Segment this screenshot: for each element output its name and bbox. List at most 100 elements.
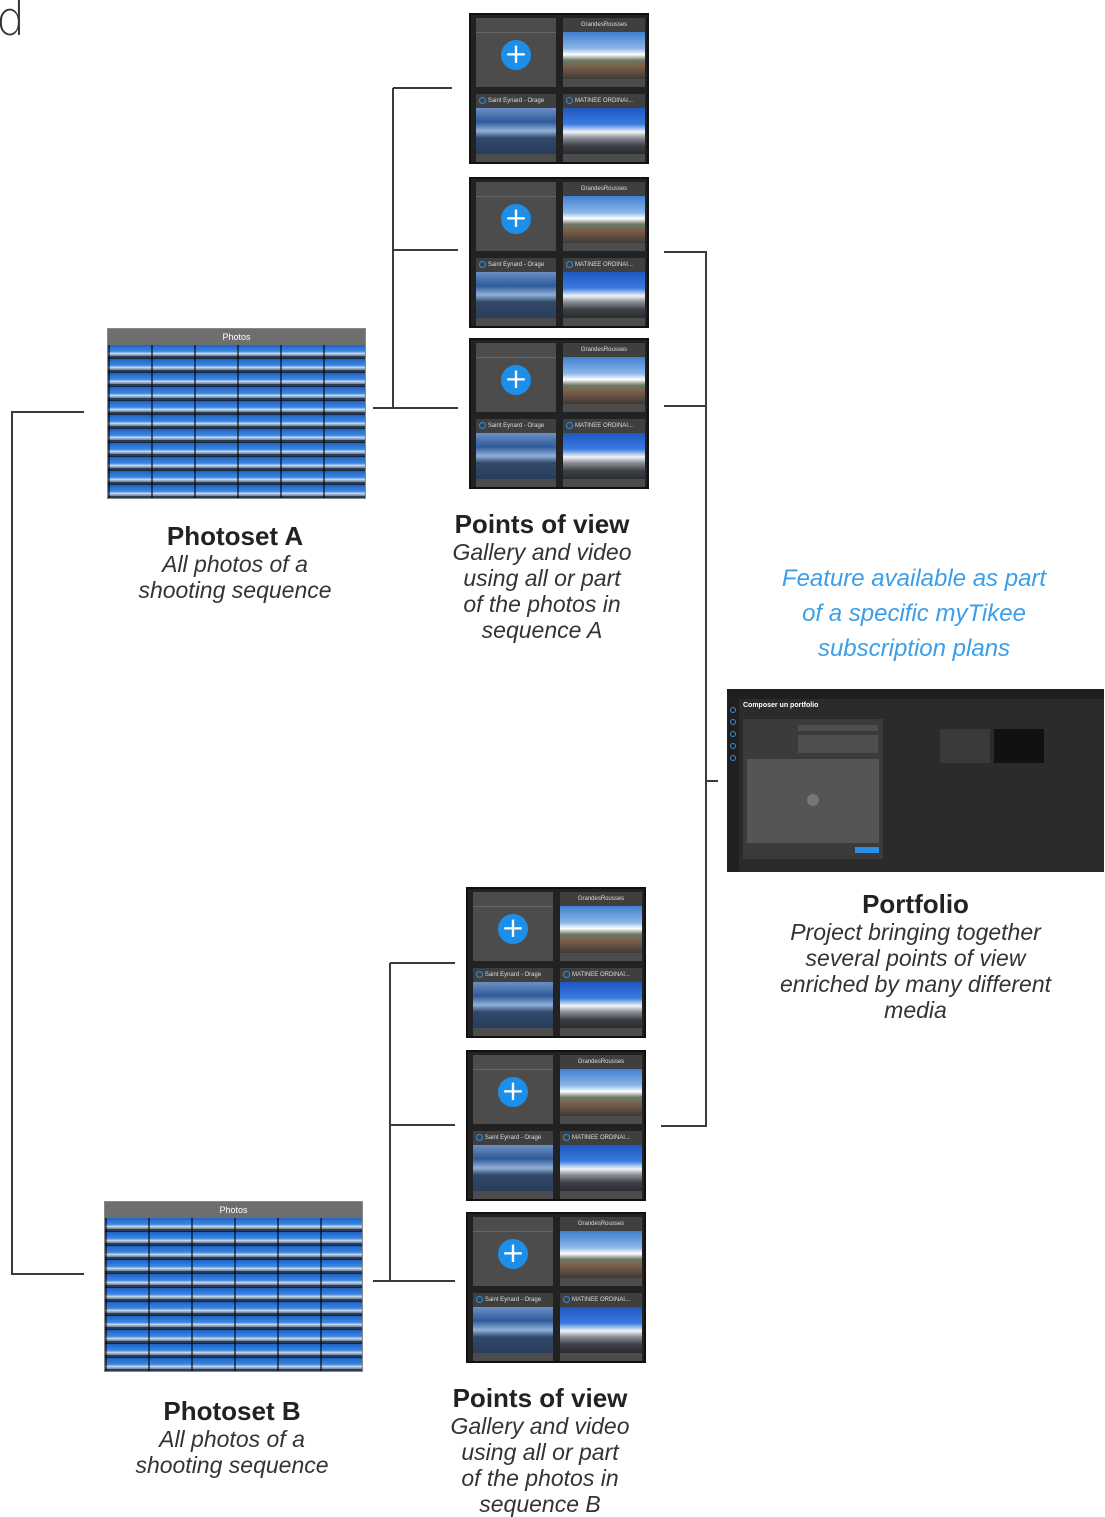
pov-tile-header: Saint Eynard - Orage xyxy=(476,258,556,272)
pov-tile-header: MATINEE ORDINAI... xyxy=(563,94,645,108)
portfolio-item-thumbnail[interactable] xyxy=(940,729,990,763)
sidebar-icon xyxy=(730,755,736,761)
pov-tile-grandes-rousses[interactable]: GrandesRousses xyxy=(563,343,645,412)
minus-circle-icon xyxy=(476,1134,483,1141)
pov-photo-image xyxy=(563,196,645,243)
pov-tile-label: GrandesRousses xyxy=(560,892,642,906)
portfolio-description-field[interactable] xyxy=(798,735,878,753)
add-point-of-view-icon[interactable]: + xyxy=(498,1077,528,1107)
add-media-icon[interactable] xyxy=(807,794,819,806)
pov-tile-grandes-rousses[interactable]: GrandesRousses xyxy=(560,1217,642,1286)
pov-add-tile[interactable]: + xyxy=(476,182,556,251)
pov-tile-matinee[interactable]: MATINEE ORDINAI... xyxy=(560,1131,642,1199)
pov-add-tile[interactable]: + xyxy=(473,892,553,961)
pov-tile-matinee[interactable]: MATINEE ORDINAI... xyxy=(560,1293,642,1361)
pov-tile-matinee[interactable]: MATINEE ORDINAI... xyxy=(560,968,642,1036)
pov-b-subtitle-line-3: of the photos in xyxy=(461,1465,619,1491)
portfolio-caption: Portfolio Project bringing together seve… xyxy=(727,889,1104,1023)
add-point-of-view-icon[interactable]: + xyxy=(501,365,531,395)
pov-tile-label: GrandesRousses xyxy=(563,343,645,357)
pov-photo-image xyxy=(476,433,556,479)
pov-tile-header: MATINEE ORDINAI... xyxy=(563,258,645,272)
pov-card-a1: + GrandesRousses Saint Eynard - Orage MA… xyxy=(469,13,649,164)
sidebar-icon xyxy=(730,719,736,725)
pov-tile-label: MATINEE ORDINAI... xyxy=(572,1297,630,1303)
pov-tile-label: MATINEE ORDINAI... xyxy=(575,423,633,429)
portfolio-dropzone[interactable] xyxy=(747,759,879,843)
pov-tile-saint-eynard[interactable]: Saint Eynard - Orage xyxy=(476,258,556,326)
pov-tile-saint-eynard[interactable]: Saint Eynard - Orage xyxy=(473,1131,553,1199)
pov-add-tile[interactable]: + xyxy=(473,1217,553,1286)
photoset-a-subtitle-line-2: shooting sequence xyxy=(138,577,332,603)
pov-a-title: Points of view xyxy=(454,509,630,539)
pov-tile-matinee[interactable]: MATINEE ORDINAI... xyxy=(563,94,645,162)
pov-tile-header: Saint Eynard - Orage xyxy=(476,94,556,108)
pov-tile-header: Saint Eynard - Orage xyxy=(476,419,556,433)
pov-tile-grandes-rousses[interactable]: GrandesRousses xyxy=(563,18,645,87)
photoset-a-photo-grid xyxy=(108,345,365,498)
pov-tile-saint-eynard[interactable]: Saint Eynard - Orage xyxy=(476,94,556,162)
pov-tile-label: Saint Eynard - Orage xyxy=(487,423,545,429)
pov-tile-label: MATINEE ORDINAI... xyxy=(572,972,630,978)
pov-tile-label: Saint Eynard - Orage xyxy=(487,98,545,104)
pov-a-subtitle-line-1: Gallery and video xyxy=(452,539,632,565)
pov-tile-header: MATINEE ORDINAI... xyxy=(563,419,645,433)
portfolio-screenshot: Composer un portfolio xyxy=(727,689,1104,872)
add-point-of-view-icon[interactable]: + xyxy=(501,204,531,234)
pov-photo-image xyxy=(560,1231,642,1278)
sidebar-icon xyxy=(730,743,736,749)
portfolio-screen-title: Composer un portfolio xyxy=(743,702,819,709)
portfolio-topbar xyxy=(727,689,1104,699)
feature-availability-note: Feature available as part of a specific … xyxy=(718,561,1105,666)
portfolio-name-field[interactable] xyxy=(798,725,878,731)
photoset-b-title: Photoset B xyxy=(163,1396,301,1426)
pov-tile-label: GrandesRousses xyxy=(563,18,645,32)
pov-photo-image xyxy=(560,1145,642,1191)
pov-tile-saint-eynard[interactable]: Saint Eynard - Orage xyxy=(476,419,556,487)
pov-tile-grandes-rousses[interactable]: GrandesRousses xyxy=(560,892,642,961)
pov-add-tile[interactable]: + xyxy=(476,18,556,87)
pov-tile-grandes-rousses[interactable]: GrandesRousses xyxy=(563,182,645,251)
photoset-b-subtitle-line-2: shooting sequence xyxy=(135,1452,329,1478)
pov-card-b2: + GrandesRousses Saint Eynard - Orage MA… xyxy=(466,1050,646,1201)
pov-photo-image xyxy=(473,1307,553,1353)
photoset-b-bar-label: Photos xyxy=(105,1202,362,1218)
minus-circle-icon xyxy=(566,97,573,104)
portfolio-save-button[interactable] xyxy=(855,847,879,853)
add-point-of-view-icon[interactable]: + xyxy=(498,1239,528,1269)
add-point-of-view-icon[interactable]: + xyxy=(501,40,531,70)
photoset-a-thumbnail: Photos xyxy=(107,328,366,499)
pov-tile-label: GrandesRousses xyxy=(560,1055,642,1069)
portfolio-item-thumbnail[interactable] xyxy=(994,729,1044,763)
pov-card-b1: + GrandesRousses Saint Eynard - Orage MA… xyxy=(466,887,646,1038)
pov-tile-header: Saint Eynard - Orage xyxy=(473,968,553,982)
pov-tile-saint-eynard[interactable]: Saint Eynard - Orage xyxy=(473,1293,553,1361)
feature-note-line-2: of a specific myTikee xyxy=(802,600,1026,627)
minus-circle-icon xyxy=(563,1296,570,1303)
pov-photo-image xyxy=(563,108,645,154)
pov-tile-label: MATINEE ORDINAI... xyxy=(572,1135,630,1141)
minus-circle-icon xyxy=(563,1134,570,1141)
pov-tile-label: MATINEE ORDINAI... xyxy=(575,98,633,104)
pov-tile-saint-eynard[interactable]: Saint Eynard - Orage xyxy=(473,968,553,1036)
pov-add-tile[interactable]: + xyxy=(476,343,556,412)
pov-tile-matinee[interactable]: MATINEE ORDINAI... xyxy=(563,258,645,326)
pov-photo-image xyxy=(476,108,556,154)
portfolio-title: Portfolio xyxy=(862,889,969,919)
pov-tile-grandes-rousses[interactable]: GrandesRousses xyxy=(560,1055,642,1124)
pov-tile-header: MATINEE ORDINAI... xyxy=(560,968,642,982)
pov-card-a3: + GrandesRousses Saint Eynard - Orage MA… xyxy=(469,338,649,489)
minus-circle-icon xyxy=(563,971,570,978)
pov-tile-label: MATINEE ORDINAI... xyxy=(575,262,633,268)
pov-b-title: Points of view xyxy=(452,1383,628,1413)
pov-tile-matinee[interactable]: MATINEE ORDINAI... xyxy=(563,419,645,487)
photoset-b-thumbnail: Photos xyxy=(104,1201,363,1372)
minus-circle-icon xyxy=(476,971,483,978)
add-point-of-view-icon[interactable]: + xyxy=(498,914,528,944)
photoset-a-caption: Photoset A All photos of a shooting sequ… xyxy=(94,521,376,603)
pov-card-b3: + GrandesRousses Saint Eynard - Orage MA… xyxy=(466,1212,646,1363)
feature-note-line-3: subscription plans xyxy=(817,635,1011,662)
pov-b-subtitle-line-2: using all or part xyxy=(461,1439,619,1465)
pov-add-tile[interactable]: + xyxy=(473,1055,553,1124)
minus-circle-icon xyxy=(479,97,486,104)
